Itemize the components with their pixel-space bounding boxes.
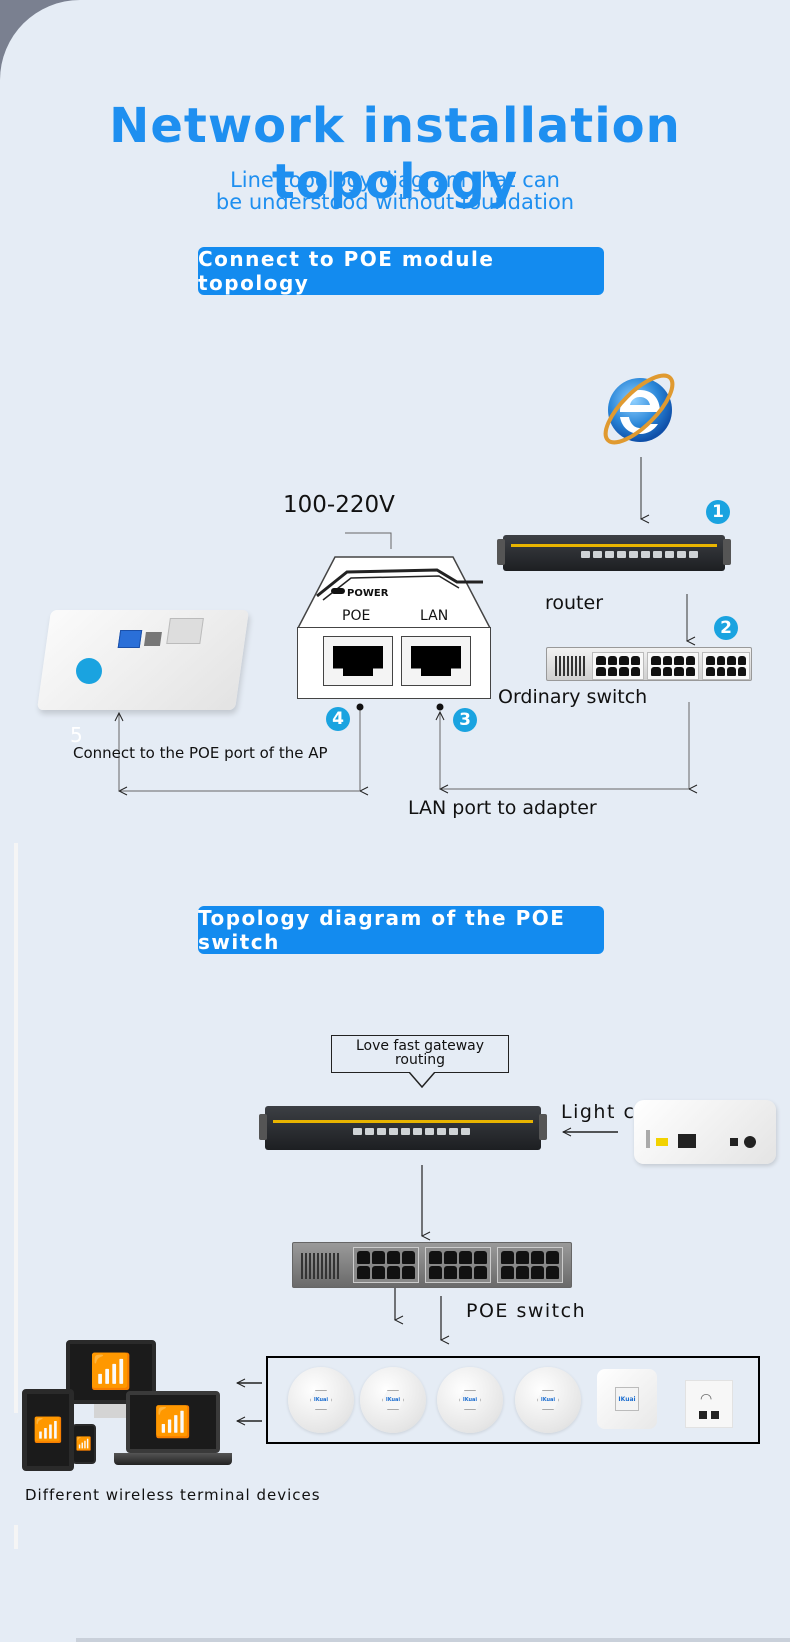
power-indicator-label: POWER bbox=[347, 588, 389, 599]
phone: 📶 bbox=[72, 1424, 96, 1464]
terminals-label: Different wireless terminal devices bbox=[25, 1486, 321, 1504]
wifi-icon: ◠ bbox=[700, 1391, 713, 1407]
wifi-icon: 📶 bbox=[75, 1436, 93, 1452]
poe-adapter-top bbox=[296, 556, 492, 629]
lan-port-dot bbox=[436, 703, 444, 711]
in-wall-panel-ap: ◠ bbox=[685, 1380, 733, 1428]
scroll-track-segment[interactable] bbox=[14, 1525, 18, 1549]
subtitle-line-1: Line topology diagram that can bbox=[230, 168, 560, 192]
ceiling-ap-1: IKuai bbox=[288, 1367, 354, 1433]
step-badge-2: 2 bbox=[714, 616, 738, 640]
ordinary-switch-device bbox=[546, 647, 752, 681]
tablet: 📶 bbox=[22, 1389, 74, 1471]
step-badge-3: 3 bbox=[453, 708, 477, 732]
ap-marker-dot bbox=[76, 658, 102, 684]
lan-port bbox=[401, 636, 471, 686]
page-title: Network installation topology bbox=[109, 98, 681, 210]
access-points-group bbox=[266, 1356, 760, 1444]
callout-pointer bbox=[408, 1071, 436, 1089]
internet-explorer-icon bbox=[596, 362, 682, 452]
step-badge-5: 5 bbox=[70, 723, 83, 747]
poe-port-label: POE bbox=[342, 608, 371, 624]
poe-port bbox=[323, 636, 393, 686]
gateway-callout-line-1: Love fast gateway bbox=[355, 1038, 485, 1054]
wifi-icon: 📶 bbox=[33, 1416, 63, 1444]
poe-switch-device bbox=[292, 1242, 572, 1288]
ap-brand-logo: IKuai bbox=[615, 1387, 639, 1411]
wall-ap-device bbox=[36, 610, 250, 710]
ap-brand-logo: IKuai bbox=[310, 1390, 332, 1410]
gateway-callout-line-2: routing bbox=[394, 1052, 446, 1068]
section-heading-poe-module: Connect to POE module topology bbox=[198, 247, 604, 295]
voltage-label: 100-220V bbox=[283, 492, 395, 518]
step-badge-1: 1 bbox=[706, 500, 730, 524]
gateway-callout: Love fast gateway routing bbox=[331, 1035, 509, 1073]
poe-adapter-body bbox=[297, 627, 491, 699]
router-device bbox=[497, 535, 731, 571]
wifi-icon: 📶 bbox=[89, 1352, 133, 1392]
monitor-stand bbox=[94, 1404, 134, 1418]
ceiling-ap-2: IKuai bbox=[360, 1367, 426, 1433]
ceiling-ap-4: IKuai bbox=[515, 1367, 581, 1433]
wall-mount-ap: IKuai bbox=[597, 1369, 657, 1429]
subtitle-line-2: be understood without foundation bbox=[215, 190, 575, 214]
section-heading-poe-switch: Topology diagram of the POE switch bbox=[198, 906, 604, 954]
poe-switch-label: POE switch bbox=[466, 1300, 587, 1322]
laptop: 📶 bbox=[126, 1391, 220, 1453]
poe-port-dot bbox=[356, 703, 364, 711]
line-power bbox=[345, 532, 392, 549]
router-label: router bbox=[545, 592, 604, 614]
gateway-router-device bbox=[259, 1106, 547, 1150]
lan-adapter-label: LAN port to adapter bbox=[408, 797, 597, 819]
light-cat-modem bbox=[634, 1100, 776, 1164]
light-cat-label: Light cat bbox=[561, 1101, 658, 1123]
ap-brand-logo: IKuai bbox=[459, 1390, 481, 1410]
lan-port-label: LAN bbox=[420, 608, 449, 624]
ceiling-ap-3: IKuai bbox=[437, 1367, 503, 1433]
ap-brand-logo: IKuai bbox=[382, 1390, 404, 1410]
laptop-keyboard bbox=[114, 1453, 232, 1465]
wifi-icon: 📶 bbox=[154, 1404, 192, 1440]
bottom-divider bbox=[76, 1638, 790, 1642]
corner-mask bbox=[0, 0, 220, 220]
ap-brand-logo: IKuai bbox=[537, 1390, 559, 1410]
step-badge-4: 4 bbox=[326, 707, 350, 731]
ordinary-switch-label: Ordinary switch bbox=[498, 686, 648, 708]
scroll-track[interactable] bbox=[14, 843, 18, 1413]
ap-connection-label: Connect to the POE port of the AP bbox=[73, 744, 328, 762]
